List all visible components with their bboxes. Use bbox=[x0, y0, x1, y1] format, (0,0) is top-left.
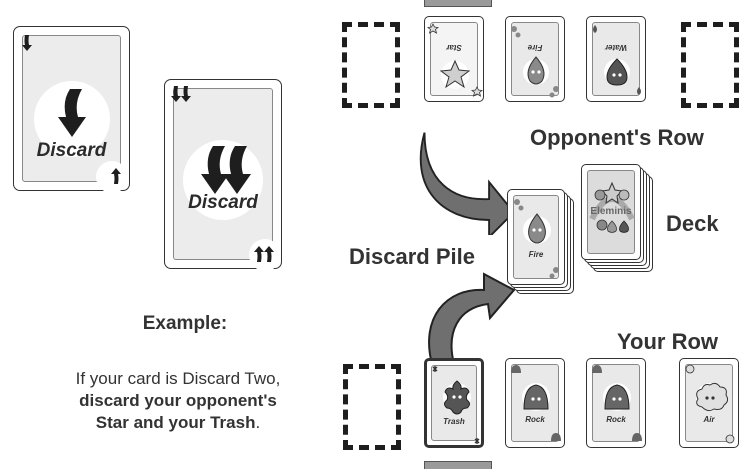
discard-pile-top-card: Fire bbox=[507, 189, 565, 285]
discard-one-label: Discard bbox=[36, 140, 107, 161]
opponent-row-label: Opponent's Row bbox=[530, 125, 704, 150]
fire-icon bbox=[511, 26, 559, 98]
discard-arrow-icon bbox=[22, 35, 128, 192]
example-line-3: Star and your Trash. bbox=[8, 412, 348, 434]
opponent-empty-slot-right bbox=[681, 22, 739, 108]
air-icon bbox=[685, 364, 735, 444]
example-line-2: discard your opponent's bbox=[79, 391, 277, 410]
discard-pile-top-card-label: Fire bbox=[528, 250, 544, 259]
opponent-card-star-label: Star bbox=[446, 43, 462, 52]
your-card-air-label: Air bbox=[703, 415, 715, 424]
deck-label: Deck bbox=[666, 211, 719, 236]
your-card-trash: Trash bbox=[424, 358, 484, 448]
opponent-card-water-label: Water bbox=[604, 43, 628, 52]
opponent-ghost-card-edge bbox=[424, 0, 492, 7]
water-icon bbox=[593, 25, 641, 95]
your-card-rock-1-label: Rock bbox=[525, 415, 545, 424]
trash-icon bbox=[432, 366, 480, 444]
your-card-rock-2: Rock bbox=[586, 358, 646, 448]
your-row-label: Your Row bbox=[617, 329, 719, 354]
deck-back-art-icon bbox=[589, 181, 635, 233]
deck-top-card: Eleminis bbox=[581, 164, 641, 260]
example-line-3-end: . bbox=[255, 413, 261, 432]
rock-icon bbox=[592, 365, 642, 441]
fire-icon bbox=[514, 199, 559, 279]
opponent-card-water: Water bbox=[586, 16, 646, 102]
opponent-card-fire: Fire bbox=[505, 16, 565, 102]
discard-pile-label: Discard Pile bbox=[349, 244, 475, 269]
example-text: If your card is Discard Two, discard you… bbox=[8, 368, 348, 434]
opponent-card-star: Star bbox=[424, 16, 484, 102]
opponent-card-fire-label: Fire bbox=[527, 43, 543, 52]
deck-back-title: Eleminis bbox=[590, 206, 632, 217]
example-heading: Example: bbox=[142, 313, 228, 334]
your-card-rock-1: Rock bbox=[505, 358, 565, 448]
your-empty-slot bbox=[343, 364, 401, 450]
example-line-3-bold: Star and your Trash bbox=[95, 413, 256, 432]
opponent-empty-slot-left bbox=[342, 22, 400, 108]
double-discard-arrow-icon bbox=[171, 86, 281, 270]
discard-one-card: Discard bbox=[13, 26, 130, 192]
your-card-air: Air bbox=[679, 358, 739, 448]
discard-two-card: Discard bbox=[164, 79, 282, 270]
example-line-1: If your card is Discard Two, bbox=[75, 369, 281, 388]
your-card-rock-2-label: Rock bbox=[606, 415, 626, 424]
player-ghost-card-edge bbox=[424, 461, 492, 469]
your-card-trash-label: Trash bbox=[443, 417, 465, 426]
discard-two-label: Discard bbox=[188, 192, 258, 213]
curved-arrow-up-icon bbox=[428, 272, 516, 365]
star-icon bbox=[427, 23, 483, 97]
curved-arrow-down-icon bbox=[419, 132, 516, 235]
rock-icon bbox=[511, 365, 561, 441]
